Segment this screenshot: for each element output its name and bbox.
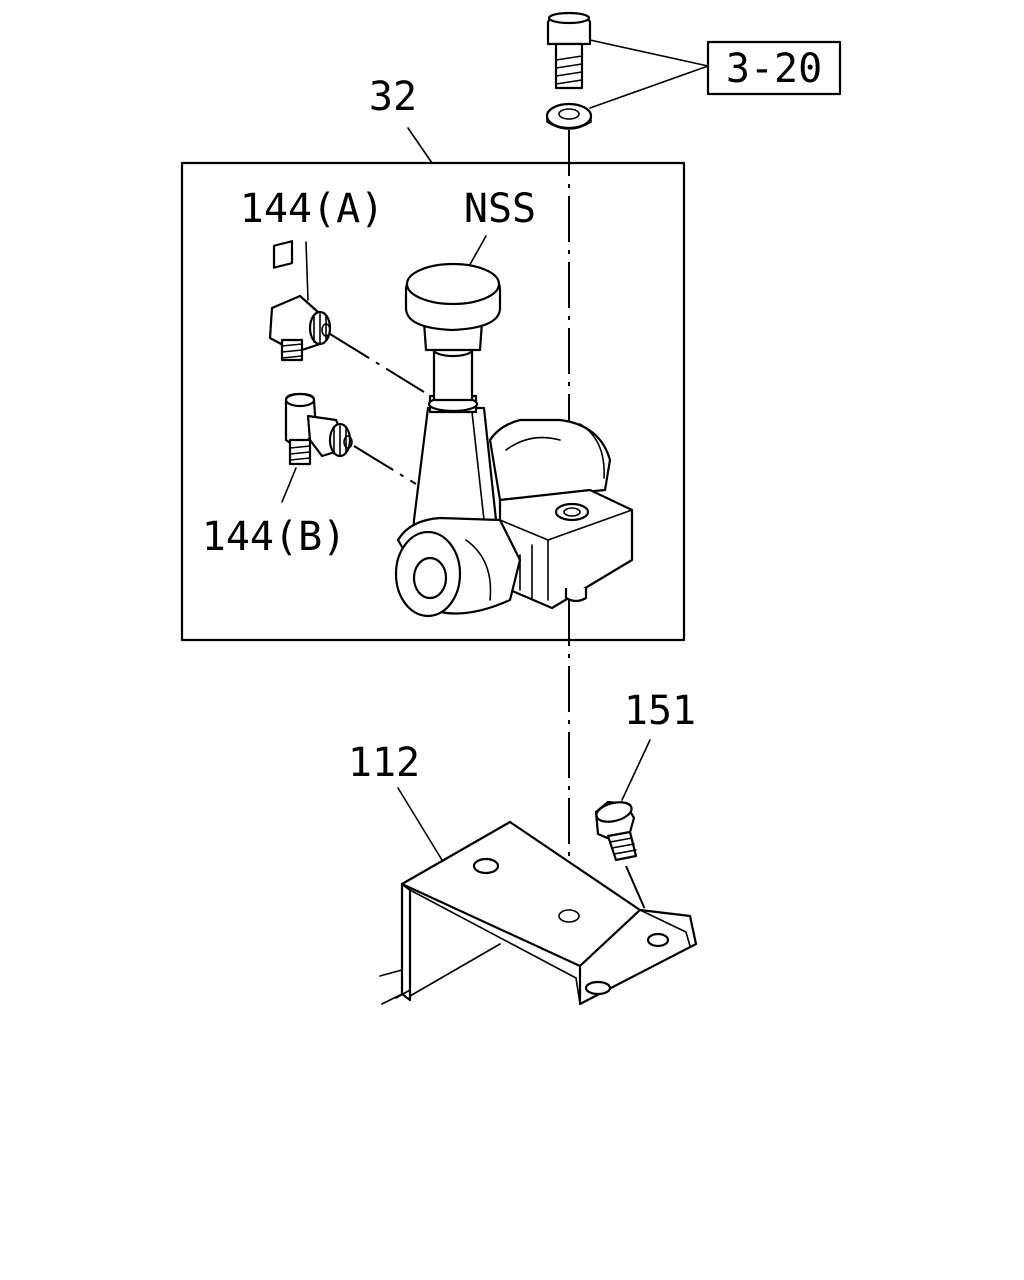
bracket-leader: [397, 787, 443, 861]
fitting-a-label: 144(A): [240, 186, 385, 232]
ref-box-label: 3-20: [726, 46, 822, 92]
bracket: [379, 820, 698, 1006]
fitting-b: [284, 392, 353, 466]
fitting-a-axis: [329, 333, 425, 393]
assembly-frame: [180, 161, 686, 642]
fitting-b-label: 144(B): [202, 514, 347, 560]
assembly-leader: [407, 127, 433, 164]
fitting-b-axis: [353, 445, 417, 485]
top-bolt: [546, 11, 592, 90]
fitting-a-leader: [305, 241, 309, 301]
fitting-b-leader: [281, 467, 297, 503]
ref-box: 3-20: [706, 40, 842, 96]
nss-label: NSS: [464, 186, 536, 232]
assembly-label: 32: [369, 74, 417, 120]
bracket-label: 112: [348, 740, 420, 786]
bolt-leader: [621, 739, 651, 801]
bolt-151: [594, 800, 638, 862]
washer: [545, 102, 593, 130]
valve-body: [394, 262, 634, 618]
bolt-axis: [625, 865, 655, 931]
bolt-label: 151: [624, 688, 696, 734]
fitting-a: [268, 240, 332, 362]
ref-box-leaders: [589, 39, 709, 109]
nss-leader: [467, 235, 487, 269]
